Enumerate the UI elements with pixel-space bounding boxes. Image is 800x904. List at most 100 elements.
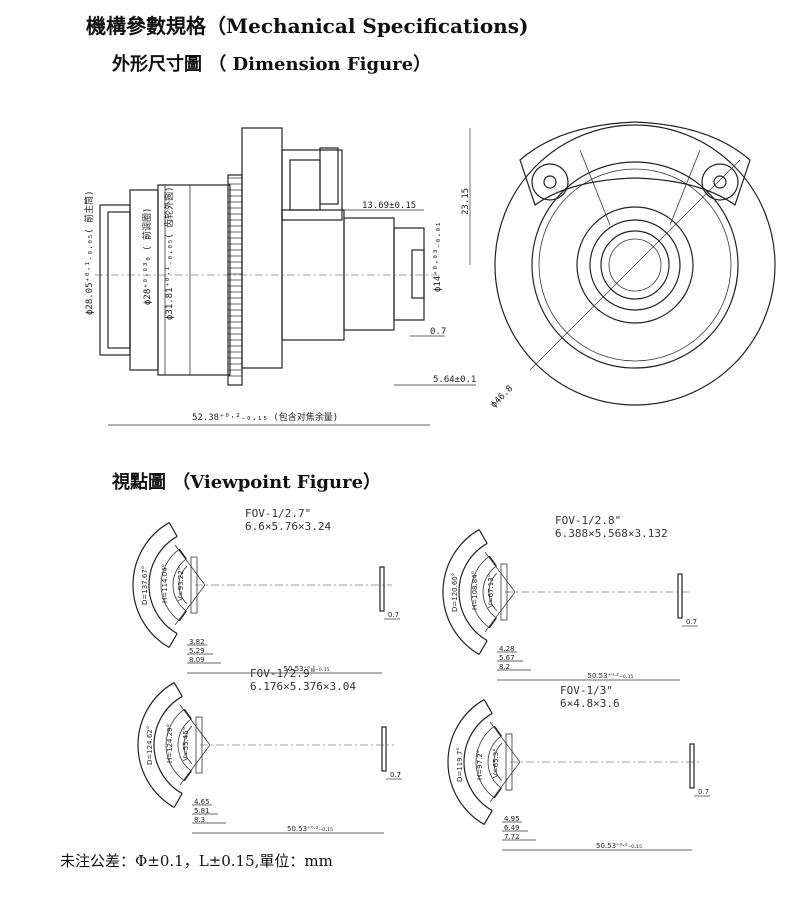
fov-arc-cap — [488, 617, 497, 629]
fov-arc-cap — [493, 725, 502, 737]
fov-arc-cap — [488, 555, 497, 567]
fov-arc-inner-d — [153, 695, 183, 795]
sensor-plate — [689, 743, 695, 789]
dim-stack-label: 5.81 — [194, 807, 210, 815]
ray-lower — [179, 744, 211, 786]
dimension-heading: 外形尺寸圖 （ Dimension Figure） — [112, 54, 432, 75]
dim-13-69: 13.69±0.15 — [362, 201, 416, 211]
fov-d-label: D=119.7° — [456, 747, 464, 782]
fov-arc-v — [488, 573, 498, 611]
sensor-plate — [677, 573, 683, 619]
fov-arc-inner-d — [463, 712, 493, 812]
fov-arc-v — [493, 743, 503, 781]
lens-side-view: 13.69±0.15 0.7 5.64±0.1 52.38⁺⁰·²₋₀.₁₅ (… — [83, 127, 476, 426]
fov-arc-outer-h — [475, 725, 495, 799]
fov-arc-inner-d — [148, 535, 178, 635]
dim-stack-label: 5.67 — [499, 654, 515, 662]
dim-phi-14: ϕ14⁺⁰·⁰³₋₀.₀₁ — [433, 222, 443, 292]
fov-arc-cap — [493, 787, 502, 799]
fov-size-label: 6×4.8×3.6 — [560, 697, 620, 710]
ray-upper — [174, 544, 206, 586]
viewpoint-diagram-3: 0.7D=124.62°H=124.29°V=55.45°4.655.818.3… — [137, 667, 402, 834]
fov-arc-inner-h — [172, 558, 187, 612]
viewpoint-diagram-4: 0.7D=119.7°H=97.2°V=65.3°4.956.497.7250.… — [447, 684, 710, 851]
fov-arc-cap — [168, 522, 178, 537]
ray-upper — [179, 704, 211, 746]
fov-size-label: 6.388×5.568×3.132 — [555, 527, 668, 540]
dim-total-label: 50.53⁺⁰·²₋₀.₁₅ — [284, 665, 330, 673]
fov-size-label: 6.176×5.376×3.04 — [250, 680, 356, 693]
fov-d-label: D=120.60° — [451, 573, 459, 612]
dim-stack-label: 8.3 — [194, 816, 205, 824]
fov-arc-cap — [173, 682, 183, 697]
sensor-plate — [379, 566, 385, 612]
fov-arc-cap — [183, 770, 192, 782]
lens-element — [500, 563, 508, 621]
sensor-plate — [381, 726, 387, 772]
dim-52-38: 52.38⁺⁰·²₋₀.₁₅ (包含对焦余量) — [192, 411, 338, 423]
fov-v-label: V=65.3° — [492, 748, 500, 778]
fov-arc-inner-d — [458, 542, 488, 642]
dim-stack-label: 4.65 — [194, 798, 210, 806]
dim-total-label: 50.53⁺⁰·²₋₀.₁₅ — [596, 842, 642, 850]
fov-d-label: D=124.62° — [146, 726, 154, 765]
dim-stack-label: 7.72 — [504, 833, 520, 841]
fov-arc-cap — [483, 810, 493, 825]
lens-element — [505, 733, 513, 791]
fov-arc-outer-d — [442, 529, 480, 655]
fov-arc-cap — [478, 529, 488, 544]
fov-h-label: H=124.29° — [166, 724, 174, 763]
fov-h-label: H=114.04° — [161, 564, 169, 603]
ray-lower — [174, 584, 206, 626]
fov-size-label: 6.6×5.76×3.24 — [245, 520, 331, 533]
dim-phi-46-8: ϕ46.8 — [489, 384, 515, 410]
fov-v-label: V=93.22° — [177, 567, 185, 601]
lens-element — [195, 716, 203, 774]
fov-arc-cap — [483, 699, 493, 714]
fov-arc-outer-h — [165, 708, 185, 782]
ray-lower — [484, 591, 516, 633]
fov-sensor-label: FOV-1/2.7" — [245, 507, 311, 520]
lens-front-view: 23.15 ϕ46.8 — [461, 121, 776, 410]
fov-arc-outer-d — [132, 522, 170, 648]
dim-stack-label: 4.28 — [499, 645, 515, 653]
fov-arc-v — [178, 566, 188, 604]
ray-upper — [489, 721, 521, 763]
viewpoint-diagram-1: 0.7D=137.67°H=114.04°V=93.22°3.825.298.0… — [132, 507, 400, 674]
viewpoint-figures: 0.7D=137.67°H=114.04°V=93.22°3.825.298.0… — [132, 507, 710, 851]
page-title: 機構參數規格（Mechanical Specifications) — [86, 14, 529, 38]
viewpoint-diagram-2: 0.7D=120.60°H=108.84°V=67.13°4.285.678.2… — [442, 514, 698, 681]
dim-total-label: 50.53⁺⁰·²₋₀.₁₅ — [588, 672, 634, 680]
fov-arc-cap — [178, 548, 187, 560]
tolerance-footnote: 未注公差：Φ±0.1，L±0.15,單位：mm — [60, 852, 333, 870]
dim-gap-label: 0.7 — [388, 611, 399, 619]
viewpoint-heading: 視點圖 （Viewpoint Figure） — [112, 472, 382, 493]
fov-arc-v — [183, 726, 193, 764]
dim-stack-label: 4.95 — [504, 815, 520, 823]
fov-arc-cap — [478, 640, 488, 655]
fov-arc-outer-h — [470, 555, 490, 629]
dim-stack-label: 8.09 — [189, 656, 205, 664]
fov-arc-inner-h — [487, 735, 502, 789]
fov-h-label: H=108.84° — [471, 571, 479, 610]
fov-sensor-label: FOV-1/2.9" — [250, 667, 316, 680]
fov-h-label: H=97.2° — [476, 750, 484, 780]
dim-stack-label: 6.49 — [504, 824, 520, 832]
dim-0-7: 0.7 — [430, 327, 446, 337]
dim-phi-28: ϕ28⁺⁰·⁰³₀ ( 前调圈) — [141, 208, 153, 305]
fov-arc-cap — [173, 793, 183, 808]
fov-sensor-label: FOV-1/3" — [560, 684, 613, 697]
dim-stack-label: 3.82 — [189, 638, 205, 646]
dim-total-label: 50.53⁺⁰·²₋₀.₁₅ — [287, 825, 333, 833]
dim-phi-31-81: ϕ31.81⁺⁰·¹₋₀.₀₅( 齿轮外圆) — [163, 186, 175, 320]
fov-sensor-label: FOV-1/2.8" — [555, 514, 621, 527]
dim-phi-28-05: ϕ28.05⁺⁰·¹₋₀.₀₅( 前主筒) — [83, 190, 95, 315]
dim-23-15: 23.15 — [461, 188, 471, 215]
fov-arc-inner-h — [482, 565, 497, 619]
fov-arc-inner-h — [177, 718, 192, 772]
fov-arc-outer-h — [160, 548, 180, 622]
dim-5-64: 5.64±0.1 — [433, 375, 476, 385]
fov-arc-cap — [178, 610, 187, 622]
fov-d-label: D=137.67° — [141, 566, 149, 605]
